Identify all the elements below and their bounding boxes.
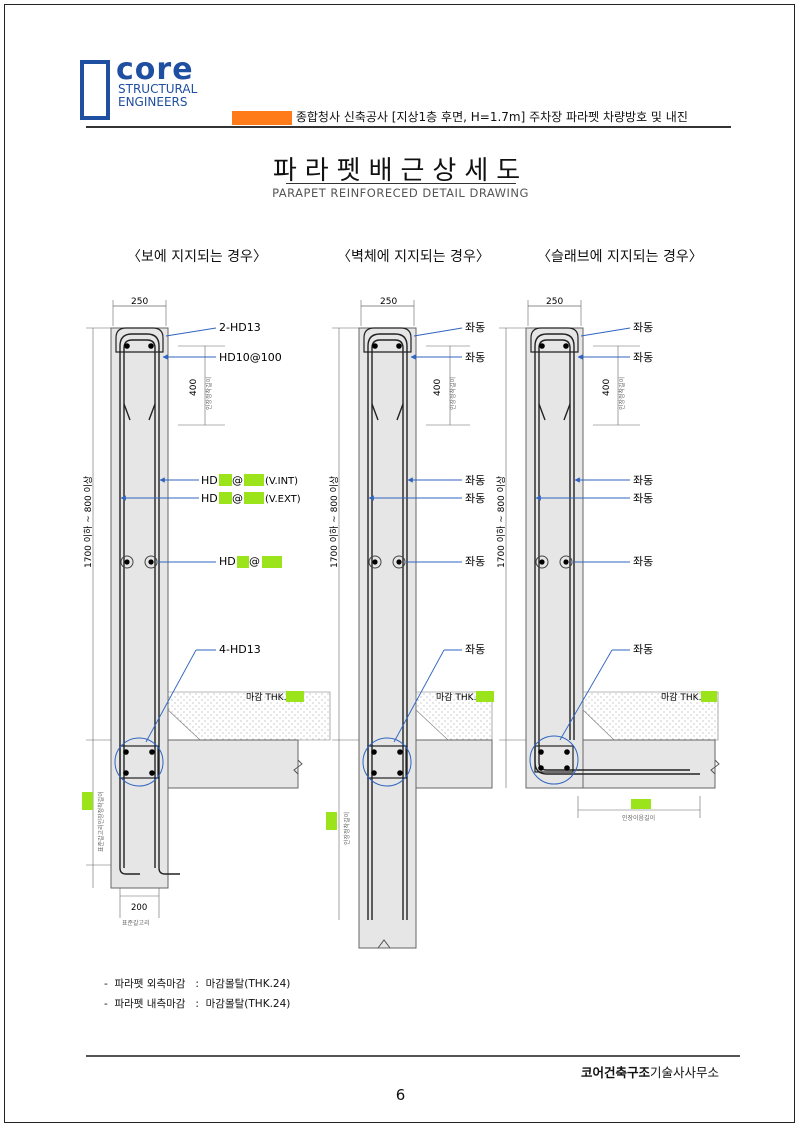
- svg-text:마감 THK.: 마감 THK.: [436, 691, 476, 703]
- svg-text:좌동: 좌동: [633, 643, 653, 656]
- svg-text:좌동: 좌동: [633, 474, 653, 487]
- redacted-mark: [232, 110, 292, 125]
- height-dim: 1700 이하 ~ 800 이상: [83, 476, 94, 568]
- svg-text:좌동: 좌동: [633, 555, 653, 568]
- svg-text:400: 400: [433, 379, 443, 396]
- callout-hd-ext: HD: [201, 492, 218, 505]
- svg-text:1700 이하 ~ 800 이상: 1700 이하 ~ 800 이상: [329, 476, 340, 568]
- company-name: 코어건축구조기술사사무소: [581, 1065, 720, 1080]
- callout-4hd13: 4-HD13: [219, 643, 261, 656]
- svg-text:인장이음길이: 인장이음길이: [622, 814, 655, 822]
- svg-text:마감 THK.: 마감 THK.: [661, 691, 701, 703]
- logo-bracket-inner: [96, 60, 110, 120]
- callout-hd-int: HD: [201, 474, 218, 487]
- svg-text:400: 400: [602, 379, 612, 396]
- footer-rule: [86, 1055, 740, 1057]
- finish-note-interior: - 파라펫 내측마감 : 마감몰탈(THK.24): [104, 998, 291, 1010]
- svg-text:인장정착길이: 인장정착길이: [449, 377, 457, 410]
- top-dim-note: 인장정착길이: [205, 377, 213, 410]
- svg-text:좌동: 좌동: [465, 643, 485, 656]
- highlight-mark: [82, 792, 93, 810]
- svg-text:좌동: 좌동: [633, 321, 653, 334]
- page-title: 파라펫배근상세도: [272, 156, 529, 186]
- finish-thk: 마감 THK.: [246, 691, 286, 703]
- detail-beam: 250 400 인장정착길이 1700 이하 ~ 800 이상 표준갈고리인장정…: [82, 297, 331, 927]
- svg-text:250: 250: [380, 297, 397, 307]
- svg-text:250: 250: [546, 297, 563, 307]
- case-label-wall: 〈벽체에 지지되는 경우〉: [337, 249, 490, 265]
- svg-text:좌동: 좌동: [465, 492, 485, 505]
- svg-text:좌동: 좌동: [465, 474, 485, 487]
- svg-text:(V.INT): (V.INT): [265, 476, 298, 487]
- svg-text:(V.EXT): (V.EXT): [265, 494, 301, 505]
- bottom-dim-note: 표준갈고리: [122, 919, 150, 927]
- callout-hd-hor: HD: [219, 555, 236, 568]
- width-dim: 250: [131, 297, 148, 307]
- header-rule: [86, 126, 731, 128]
- detail-slab: 250 400 인장정착길이 1700 이하 ~ 800 이상 인장이음길이 좌…: [496, 297, 720, 822]
- logo-bracket: [80, 60, 110, 120]
- page-number: 6: [395, 1086, 406, 1104]
- svg-text:좌동: 좌동: [465, 555, 485, 568]
- finish-note-exterior: - 파라펫 외측마감 : 마감몰탈(THK.24): [104, 978, 291, 990]
- case-label-beam: 〈보에 지지되는 경우〉: [127, 249, 267, 265]
- logo-word: core: [116, 52, 194, 87]
- svg-text:좌동: 좌동: [633, 492, 653, 505]
- svg-text:@: @: [249, 555, 260, 568]
- svg-text:@: @: [232, 492, 243, 505]
- page-subtitle: PARAPET REINFORECED DETAIL DRAWING: [272, 186, 529, 200]
- top-dim: 400: [189, 379, 199, 396]
- bottom-dim: 200: [131, 903, 147, 913]
- svg-text:인장정착길이: 인장정착길이: [343, 812, 351, 845]
- svg-text:1700 이하 ~ 800 이상: 1700 이하 ~ 800 이상: [496, 476, 507, 568]
- svg-text:좌동: 좌동: [465, 351, 485, 364]
- svg-text:@: @: [232, 474, 243, 487]
- title-underline: [286, 183, 516, 184]
- svg-text:좌동: 좌동: [633, 351, 653, 364]
- left-dim-note: 표준갈고리인장정착길이: [97, 791, 105, 852]
- callout-2hd13: 2-HD13: [219, 321, 261, 334]
- svg-text:좌동: 좌동: [465, 321, 485, 334]
- page-frame: [4, 4, 795, 1123]
- project-title: 종합청사 신축공사 [지상1층 후면, H=1.7m] 주차장 파라펫 차량방호…: [232, 108, 688, 125]
- callout-hd10: HD10@100: [219, 351, 282, 364]
- detail-wall: 250 400 인장정착길이 1700 이하 ~ 800 이상 인장정착길이 좌…: [326, 297, 494, 949]
- svg-text:인장정착길이: 인장정착길이: [618, 377, 626, 410]
- case-label-slab: 〈슬래브에 지지되는 경우〉: [537, 249, 703, 265]
